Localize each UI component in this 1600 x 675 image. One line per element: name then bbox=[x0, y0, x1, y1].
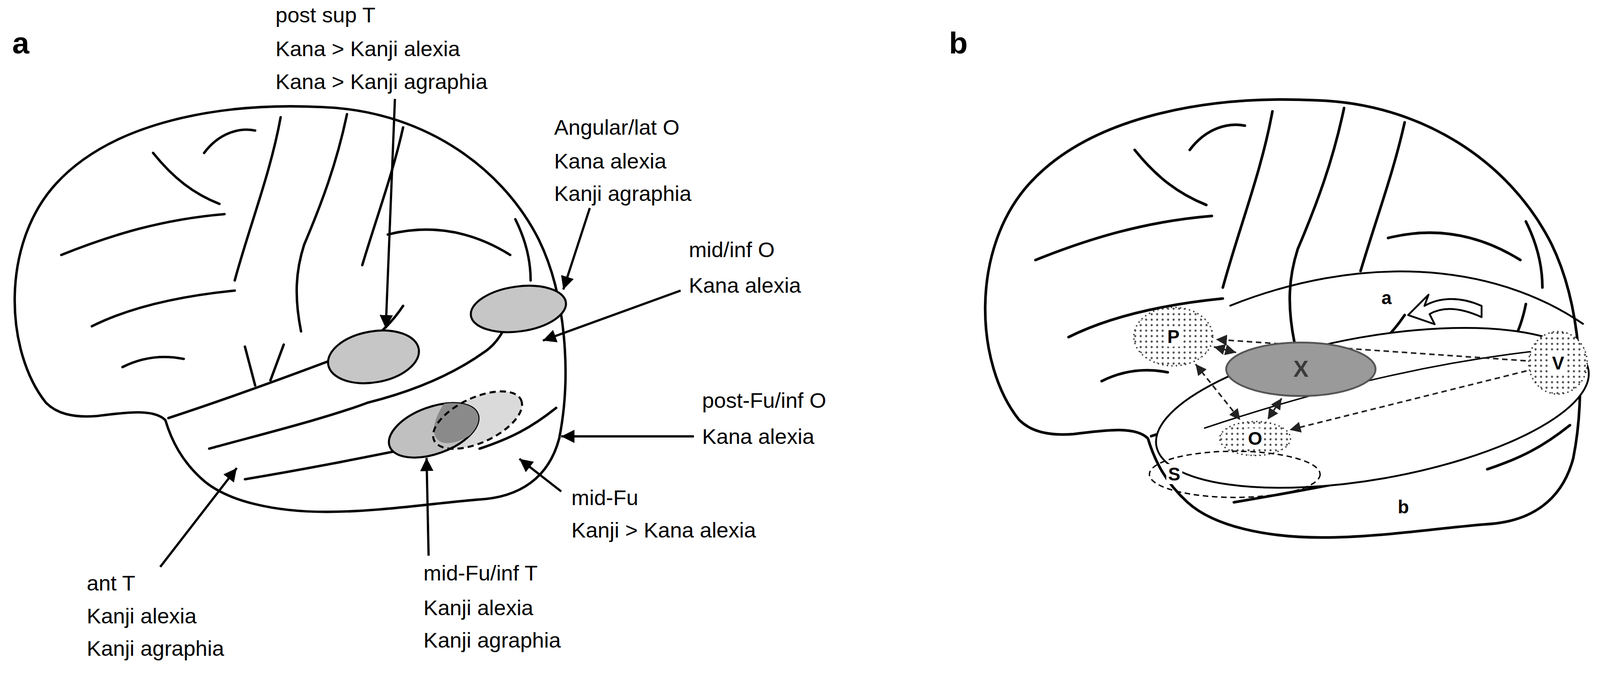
lesion-outline-dashed bbox=[424, 379, 531, 462]
region-label: post sup T bbox=[275, 2, 376, 28]
region-letter: S bbox=[1166, 464, 1183, 485]
region-letter: P bbox=[1165, 326, 1182, 347]
region-label: Kana > Kanji alexia bbox=[275, 36, 461, 62]
route-arrow bbox=[1408, 294, 1482, 325]
region-label: mid-Fu bbox=[571, 485, 638, 511]
illustration-part bbox=[563, 207, 591, 290]
pathway-line bbox=[1229, 271, 1584, 325]
region-letter: O bbox=[1246, 428, 1265, 449]
region-label: ant T bbox=[86, 571, 136, 596]
illustration-part bbox=[160, 468, 237, 568]
region-label: Kana alexia bbox=[688, 273, 802, 298]
ellipse-outline bbox=[1133, 307, 1213, 367]
illustration-part bbox=[519, 459, 562, 492]
region-label: Kanji agraphia bbox=[553, 181, 692, 207]
region-letter: X bbox=[1293, 356, 1309, 383]
illustration-part bbox=[385, 99, 395, 329]
illustration-part bbox=[426, 457, 429, 556]
region-label: Kanji > Kana alexia bbox=[571, 518, 756, 543]
region-ellipse: V bbox=[1527, 330, 1589, 396]
ellipse-outline bbox=[1528, 331, 1588, 395]
region-label: Angular/lat O bbox=[553, 115, 680, 140]
region-label: post-Fu/inf O bbox=[701, 388, 827, 414]
region-label: Kana alexia bbox=[701, 424, 815, 450]
region-label: Kanji alexia bbox=[423, 595, 534, 621]
connector-arrow bbox=[1267, 398, 1282, 420]
connector-arrow bbox=[1213, 346, 1237, 353]
ellipse-outline bbox=[1149, 451, 1321, 498]
leader-arrows bbox=[160, 99, 695, 568]
region-label: Kanji agraphia bbox=[86, 636, 225, 662]
illustration-part bbox=[542, 290, 681, 341]
panel-letter: a bbox=[12, 25, 30, 61]
ellipse-outline bbox=[1226, 342, 1376, 397]
region-ellipse: X bbox=[1224, 340, 1378, 399]
region-label: Kana > Kanji agraphia bbox=[275, 69, 488, 95]
region-ellipse: P bbox=[1132, 306, 1215, 368]
region-label: mid-Fu/inf T bbox=[423, 561, 538, 586]
illustration-part bbox=[561, 435, 694, 438]
region-label: Kanji alexia bbox=[86, 604, 197, 629]
region-label: mid/inf O bbox=[688, 237, 775, 263]
ellipse-outline bbox=[1219, 421, 1291, 456]
panel-letter: b bbox=[948, 25, 968, 61]
route-letter: a bbox=[1379, 287, 1394, 309]
region-label: Kana alexia bbox=[553, 148, 667, 174]
lesion-area bbox=[324, 324, 424, 391]
lesion-area bbox=[467, 280, 569, 338]
region-letter: V bbox=[1550, 353, 1567, 374]
region-label: Kanji agraphia bbox=[423, 628, 562, 654]
region-ellipse: S bbox=[1148, 450, 1322, 500]
route-letter: b bbox=[1395, 496, 1411, 518]
